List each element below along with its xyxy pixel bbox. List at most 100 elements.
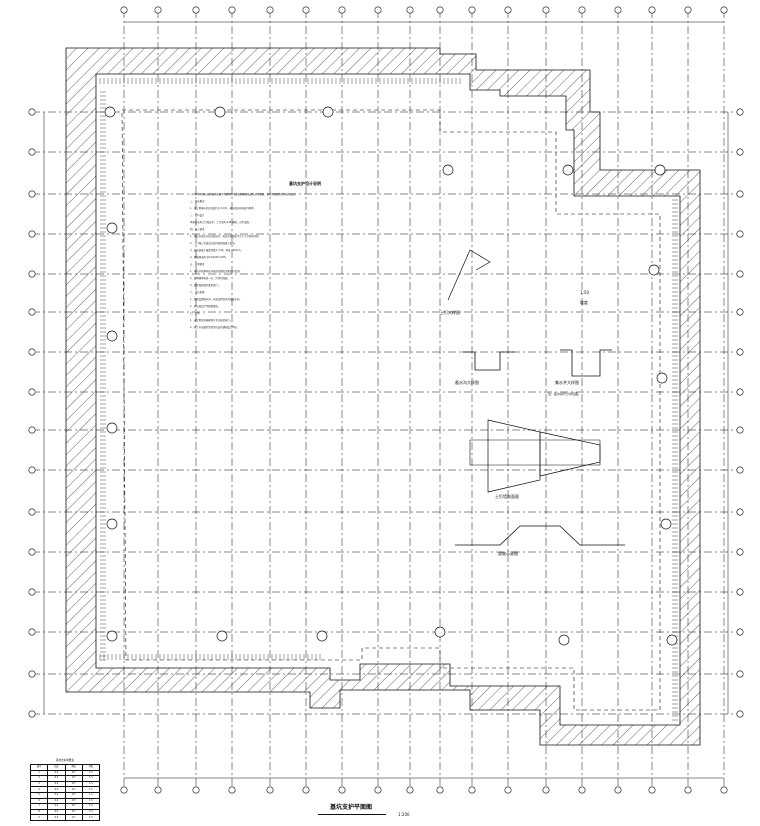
sump-section <box>560 349 612 377</box>
drawing-title: 基坑支护平面图 <box>330 804 373 811</box>
axis-bubble <box>28 308 36 316</box>
axis-bubble <box>504 786 512 794</box>
axis-bubble <box>302 786 310 794</box>
axis-bubble <box>28 508 36 516</box>
note-line: 三、支护设计 <box>190 214 205 217</box>
axis-bubble <box>436 786 444 794</box>
axis-bubble <box>154 6 162 14</box>
axis-bubble <box>684 786 692 794</box>
axis-bubble <box>614 6 622 14</box>
note-line: 4、钢筋网采用 φ6.5@250×250。 <box>190 256 228 259</box>
borehole-marker <box>216 630 228 642</box>
axis-bubble <box>302 6 310 14</box>
axis-bubble <box>614 786 622 794</box>
axis-bubble <box>28 148 36 156</box>
axis-bubble <box>504 6 512 14</box>
borehole-marker <box>648 264 660 276</box>
nail-detail-shape <box>447 249 491 301</box>
notes-lines: 一、本工程基坑支护设计依据甲方提供的地质勘察报告及建筑总平面图、基础平面图等资料… <box>190 191 420 331</box>
title-underline <box>318 814 386 815</box>
retaining-wall-lines <box>99 78 678 721</box>
section-b-caption: 集水井大样图 <box>555 380 579 385</box>
axis-bubble <box>266 6 274 14</box>
embankment-caption: 放坡示意图 <box>498 551 518 556</box>
excavation-hatch-band <box>65 47 701 746</box>
axis-bubble <box>28 348 36 356</box>
axis-bubble <box>736 466 744 474</box>
borehole-marker <box>562 164 574 176</box>
axis-bubble <box>28 388 36 396</box>
axis-bubble <box>736 270 744 278</box>
borehole-marker <box>442 164 454 176</box>
borehole-markers <box>104 106 678 646</box>
borehole-marker <box>660 518 672 530</box>
axis-bubble <box>338 6 346 14</box>
axis-bubble <box>338 786 346 794</box>
nail-detail-caption: 土钉大样图 <box>440 310 460 315</box>
note-line: 2、土钉施工完成后应及时喷射混凝土面层。 <box>190 242 237 245</box>
axis-bubble <box>28 628 36 636</box>
pit-boundary <box>121 109 661 711</box>
borehole-marker <box>654 164 666 176</box>
borehole-marker <box>106 330 118 342</box>
section-a-caption: 截水沟大样图 <box>455 380 479 385</box>
ditch-section <box>462 351 515 371</box>
design-notes: 基坑支护设计说明 一、本工程基坑支护设计依据甲方提供的地质勘察报告及建筑总平面图… <box>190 180 420 331</box>
borehole-marker <box>106 222 118 234</box>
axis-bubble <box>736 548 744 556</box>
axis-bubble <box>736 670 744 678</box>
axis-bubble <box>28 588 36 596</box>
hatch-band <box>65 47 701 746</box>
axis-bubble <box>720 786 728 794</box>
note-line: 六、排水措施 <box>190 291 205 294</box>
axis-bubble <box>228 6 236 14</box>
note-line: 1、坡顶设置截水沟，坑底设置排水沟及集水井。 <box>190 298 242 301</box>
borehole-marker <box>106 422 118 434</box>
axis-bubble <box>542 786 550 794</box>
axis-bubble <box>736 508 744 516</box>
section-b-note: 注：集水井尺寸详见图。 <box>548 392 582 396</box>
axis-bubble <box>736 710 744 718</box>
legend-cell: 10° <box>64 814 83 821</box>
dimension-label-2: 坡度 <box>580 300 588 305</box>
axis-bubble <box>736 308 744 316</box>
axis-bubble <box>436 6 444 14</box>
axis-bubble <box>28 670 36 678</box>
axis-bubble <box>154 786 162 794</box>
embankment-profile <box>455 525 625 546</box>
note-line: 1、本工程基坑开挖深度约为 6.0m，基坑周边环境较为简单。 <box>190 207 256 210</box>
note-line: 3、报警值按规范要求执行。 <box>190 284 221 287</box>
note-line: 1、基坑开挖期间应对坡顶位移及沉降进行监测。 <box>190 270 242 273</box>
axis-bubble <box>736 148 744 156</box>
note-line: 1、未尽事宜按国家现行有关规范执行。 <box>190 319 233 322</box>
note-line: 2、施工中如遇异常情况应及时通知设计单位。 <box>190 326 240 329</box>
axis-bubble <box>192 786 200 794</box>
note-line: 2、监测频率每天一次，异常时加密。 <box>190 277 230 280</box>
borehole-marker <box>656 372 668 384</box>
axis-bubble <box>578 786 586 794</box>
axis-bubble <box>542 6 550 14</box>
axis-bubble <box>648 6 656 14</box>
axis-bubble <box>736 588 744 596</box>
axis-bubble <box>468 6 476 14</box>
axis-bubble <box>228 786 236 794</box>
note-line: 七、其他 <box>190 312 200 315</box>
axis-bubble <box>28 190 36 198</box>
axis-bubble <box>28 270 36 278</box>
profile-caption: 土钉墙剖面图 <box>495 494 519 499</box>
axis-bubble <box>120 786 128 794</box>
profile-box <box>469 439 601 466</box>
axis-bubble <box>28 108 36 116</box>
axis-bubble <box>736 108 744 116</box>
axis-bubble <box>736 348 744 356</box>
note-line: 四、施工要求 <box>190 228 205 231</box>
borehole-marker <box>104 106 116 118</box>
profile-wedge-left <box>487 419 541 493</box>
axis-bubble <box>28 230 36 238</box>
dimension-label: 1:50 <box>580 290 589 295</box>
axis-bubble <box>374 6 382 14</box>
axis-bubble <box>28 710 36 718</box>
